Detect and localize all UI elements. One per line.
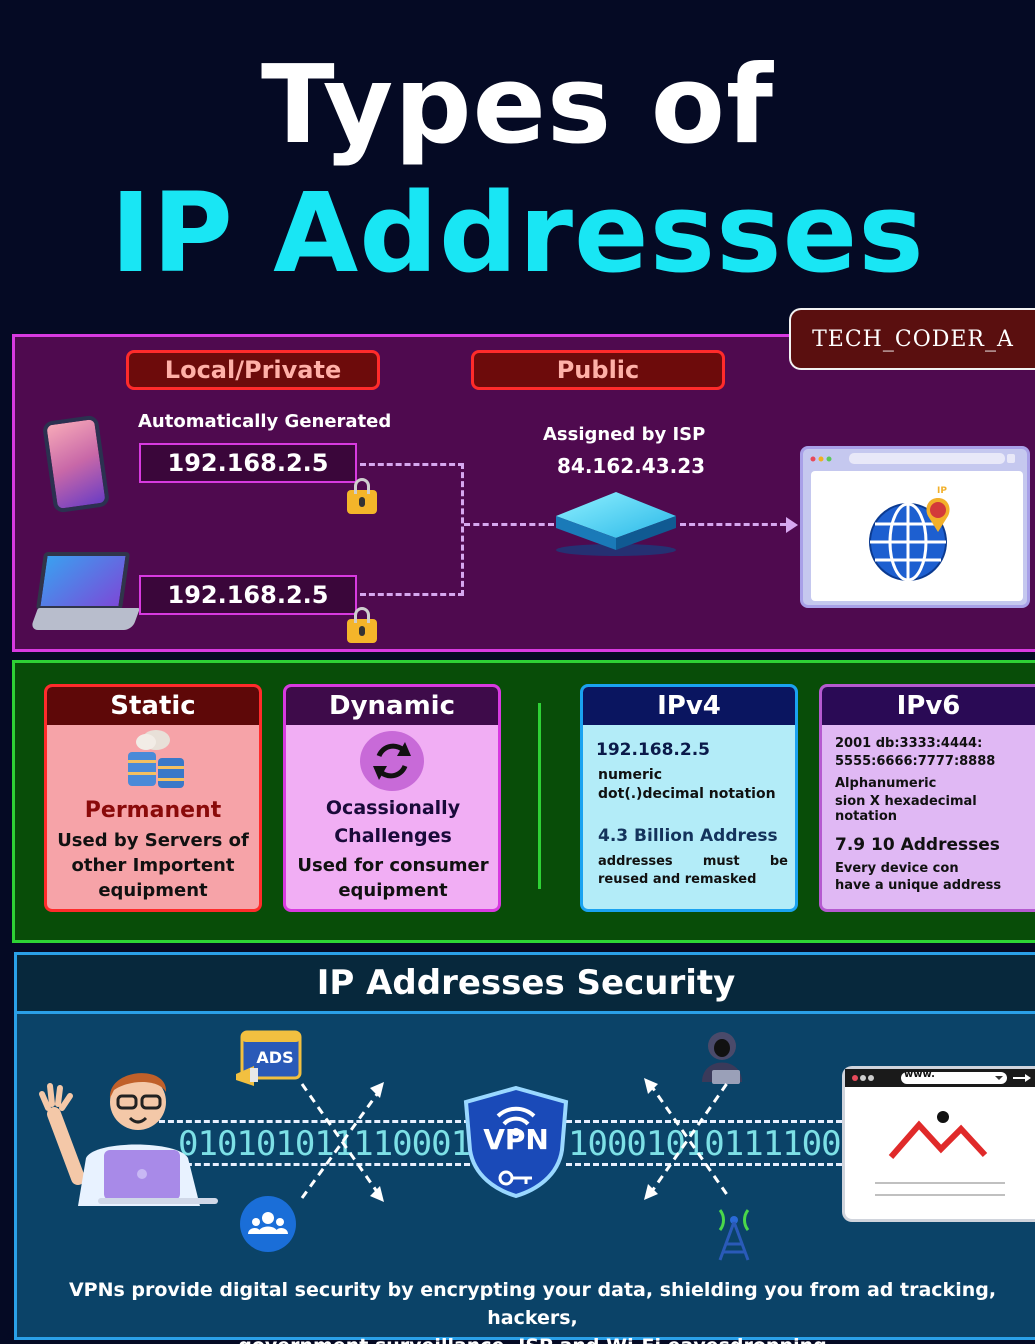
ipv6-note-line1: Every device con <box>835 861 959 876</box>
types-divider <box>538 703 541 889</box>
lock-icon <box>347 478 377 514</box>
url-label: www. <box>904 1069 935 1080</box>
connector-line <box>360 593 464 596</box>
intercept-arrows-right <box>644 1078 730 1200</box>
intercept-arrows-left <box>300 1082 384 1202</box>
local-private-label: Local/Private <box>126 350 380 390</box>
ip-pin-label: IP <box>937 486 947 496</box>
server-database-icon <box>128 730 184 788</box>
user-with-laptop-icon <box>39 1073 218 1206</box>
ipv4-note: addresses must be reused and remasked <box>598 854 788 887</box>
data-stream-line <box>150 1120 470 1123</box>
device2-ip-box: 192.168.2.5 <box>139 575 357 615</box>
footer-line-2: government surveillance. ISP and Wi-Fi e… <box>30 1332 1035 1344</box>
security-footer: VPNs provide digital security by encrypt… <box>30 1276 1035 1344</box>
footer-line-1: VPNs provide digital security by encrypt… <box>68 1279 997 1329</box>
ads-label: ADS <box>256 1048 294 1067</box>
vpn-shield-icon <box>463 1086 569 1198</box>
public-ip-text: 84.162.43.23 <box>557 454 706 478</box>
static-title: Static <box>47 687 259 725</box>
dynamic-description: Used for consumer equipment <box>297 855 489 901</box>
static-subtitle: Permanent <box>84 798 222 823</box>
ipv4-example: 192.168.2.5 <box>596 740 711 760</box>
dynamic-title: Dynamic <box>286 687 498 725</box>
arrow-right-icon <box>786 517 798 533</box>
static-description: Used by Servers of other Importent equip… <box>57 830 249 901</box>
laptop-base-icon <box>29 608 141 630</box>
data-stream-line <box>566 1163 842 1166</box>
dynamic-card: Dynamic <box>283 684 501 912</box>
globe-icon <box>869 498 950 582</box>
public-label: Public <box>471 350 725 390</box>
title-line-2: IP Addresses <box>110 169 925 297</box>
website-content <box>845 1069 1035 1196</box>
connector-line <box>680 523 786 526</box>
static-card: Static <box>44 684 262 912</box>
ipv4-card: IPv4 <box>580 684 798 912</box>
connector-line <box>360 463 464 466</box>
laptop-icon <box>35 552 131 610</box>
binary-stream-right: 1000101011110001 <box>568 1124 842 1164</box>
security-title: IP Addresses Security <box>14 952 1035 1014</box>
lock-icon <box>347 607 377 643</box>
ipv4-title: IPv4 <box>583 687 795 725</box>
connector-line <box>461 463 464 596</box>
ads-icon <box>236 1030 302 1086</box>
router-icon <box>556 492 676 556</box>
device1-ip-box: 192.168.2.5 <box>139 443 357 483</box>
ipv6-format-line1: Alphanumeric <box>835 776 937 791</box>
website-window <box>842 1066 1035 1222</box>
ipv6-title: IPv6 <box>822 687 1035 725</box>
assigned-by-isp-text: Assigned by ISP <box>543 424 706 445</box>
ipv6-card: IPv6 <box>819 684 1035 912</box>
ipv4-count: 4.3 Billion Address <box>598 826 778 846</box>
ipv6-example-line1: 2001 db:3333:4444: <box>835 736 983 751</box>
cell-tower-icon <box>718 1209 750 1261</box>
ipv6-example-line2: 5555:6666:7777:8888 <box>835 754 996 769</box>
ipv4-format-line1: numeric <box>598 767 663 783</box>
refresh-icon <box>360 731 424 791</box>
hacker-icon <box>702 1032 742 1084</box>
browser-toolbar <box>810 453 1015 464</box>
watermark-badge: TECH_CODER_A <box>789 308 1035 370</box>
ipv6-format-line2: sion X hexadecimal notation <box>835 794 977 824</box>
auto-generated-text: Automatically Generated <box>138 411 392 432</box>
binary-stream-left: 0101010111100010101 <box>178 1124 470 1164</box>
vpn-label: VPN <box>483 1123 549 1156</box>
connector-line <box>464 523 554 526</box>
ipv6-count: 7.9 10 Addresses <box>835 835 1000 855</box>
data-stream-line <box>150 1163 470 1166</box>
data-stream-line <box>566 1120 842 1123</box>
ipv4-format-line2: dot(.)decimal notation <box>598 786 776 802</box>
title-line-1: Types of <box>261 43 774 168</box>
users-group-icon <box>240 1196 296 1252</box>
dynamic-subtitle: Ocassionally Challenges <box>325 797 461 847</box>
ipv6-note-line2: have a unique address <box>835 878 1002 893</box>
